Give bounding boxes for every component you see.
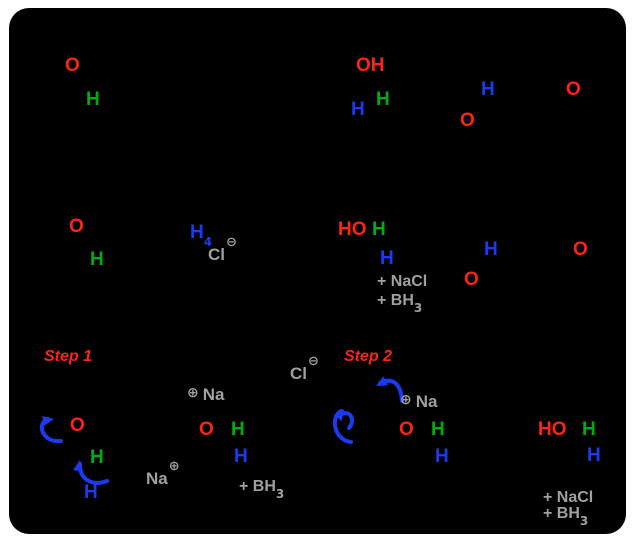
borohydride-h4-label: H4 xyxy=(190,222,213,249)
product2-hydroxyl-label: HO xyxy=(338,219,367,240)
step2-sodium-cation-label: ⊕Na xyxy=(400,392,438,411)
step2-alkoxide-oxygen-label: O xyxy=(399,419,414,440)
step2-alpha-hydrogen-label: H xyxy=(431,419,445,440)
final-product-alpha-hydrogen-label: H xyxy=(582,419,596,440)
product1-hydroxyl-label: OH xyxy=(356,55,385,76)
circled-plus-icon: ⊕ xyxy=(187,385,199,401)
sideproduct-hydride-label: H xyxy=(484,239,498,260)
charge-symbol: ⊖ xyxy=(308,354,319,370)
circled-plus-icon: ⊕ xyxy=(400,392,412,408)
final-product-hydroxyl-label: HO xyxy=(538,419,567,440)
reactant2-hydride-label: H xyxy=(481,79,495,100)
step1-alpha-hydrogen-label: H xyxy=(90,447,104,468)
step1-carbonyl-oxygen-label: O xyxy=(70,415,85,436)
step2-caption: Step 2 xyxy=(344,348,393,365)
step1-sodium-counterion-label: Na⊕ xyxy=(146,459,180,488)
formula-subscript: 4 xyxy=(203,234,213,249)
step1-attacking-hydride-label: H xyxy=(84,482,98,503)
charge-symbol: ⊖ xyxy=(226,235,237,251)
ketone-alpha-hydrogen-label: H xyxy=(90,249,104,270)
product2-new-hydride-label: H xyxy=(380,248,394,269)
reactant2-ester-oxygen-label: O xyxy=(566,79,581,100)
product1-alpha-hydrogen-label: H xyxy=(376,89,390,110)
alkoxide-oxygen-label: O xyxy=(199,419,214,440)
formula-subscript: 3 xyxy=(413,301,423,316)
reactant2-carbonyl-oxygen-label: O xyxy=(460,110,475,131)
product2-alpha-hydrogen-label: H xyxy=(372,219,386,240)
step2-chloride-anion-label: Cl⊖ xyxy=(290,354,319,383)
byproduct-nacl-label: + NaCl xyxy=(377,273,428,290)
step2-hydride-label: H xyxy=(435,446,449,467)
ketone-carbonyl-oxygen-label: O xyxy=(69,216,84,237)
product1-new-hydride-label: H xyxy=(351,99,365,120)
sideproduct-carbonyl-oxygen-label: O xyxy=(464,269,479,290)
alkoxide-alpha-hydrogen-label: H xyxy=(231,419,245,440)
step1-caption: Step 1 xyxy=(44,348,93,365)
reactant1-alpha-hydrogen-label: H xyxy=(86,89,100,110)
chloride-anion-label: Cl⊖ xyxy=(208,235,237,264)
reaction-scheme-canvas xyxy=(9,8,626,534)
sideproduct-ester-oxygen-label: O xyxy=(573,239,588,260)
charge-symbol: ⊕ xyxy=(168,459,180,475)
formula-subscript: 3 xyxy=(579,514,589,529)
final-byproduct-nacl-label: + NaCl xyxy=(543,489,594,506)
alkoxide-new-hydride-label: H xyxy=(234,446,248,467)
formula-subscript: 3 xyxy=(275,487,285,502)
final-byproduct-bh3-label: + BH3 xyxy=(543,505,589,529)
reactant1-carbonyl-oxygen-label: O xyxy=(65,55,80,76)
byproduct-bh3-label: + BH3 xyxy=(377,292,423,316)
step1-byproduct-bh3-label: + BH3 xyxy=(239,478,285,502)
step1-sodium-cation-label: ⊕Na xyxy=(187,385,225,404)
final-product-hydride-label: H xyxy=(587,445,601,466)
